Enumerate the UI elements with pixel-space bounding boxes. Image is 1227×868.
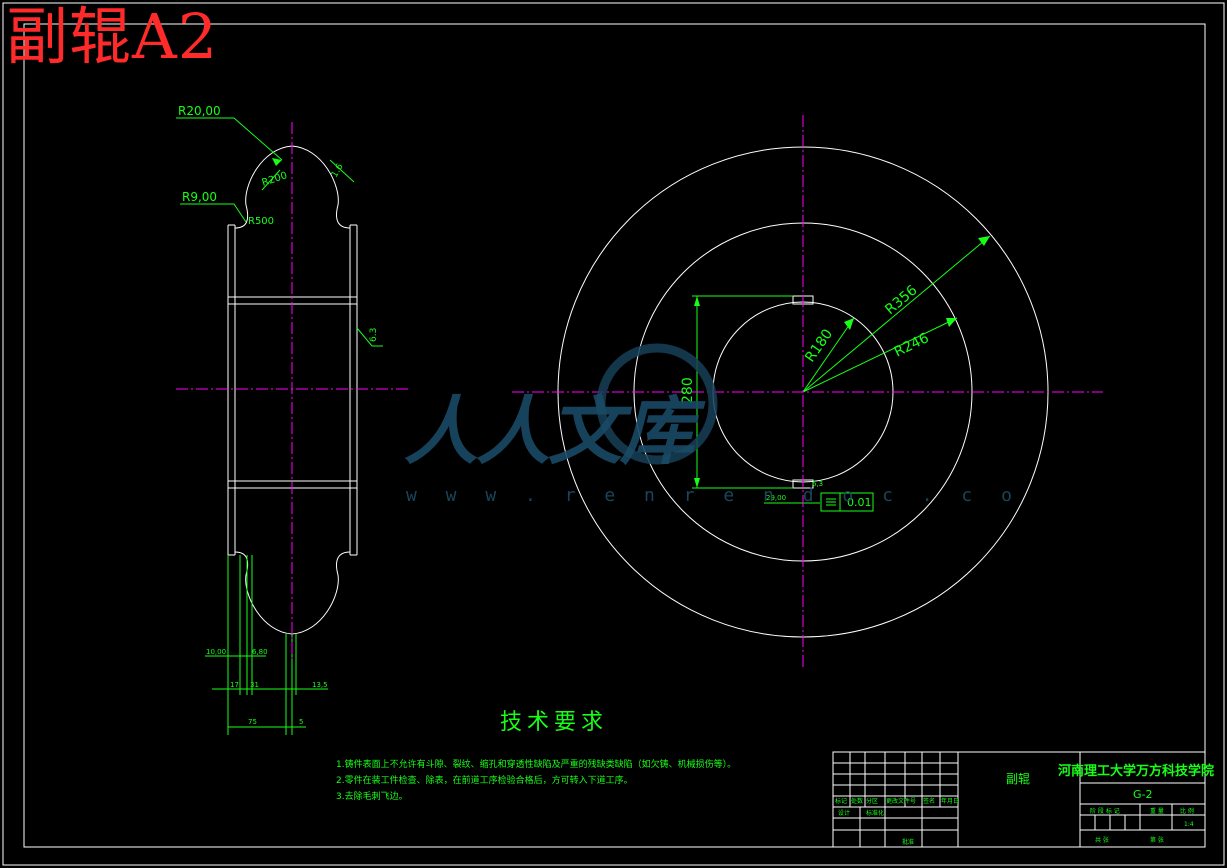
dim-d1: 10,00: [206, 648, 226, 656]
tb-approve: 批准: [902, 838, 914, 846]
title-block-school: 河南理工大学万方科技学院: [1058, 764, 1215, 779]
dim-keyway-depth: 6,3: [812, 480, 823, 488]
dim-r-groove: R200: [261, 170, 289, 189]
tech-requirements-title: 技术要求: [500, 710, 609, 735]
title-block-drawing-code: G-2: [1133, 788, 1153, 801]
dim-d4: 31: [250, 681, 259, 689]
tech-note-1: 1.铸件表面上不允许有斗隙、裂纹、缩孔和穿透性缺陷及严重的残缺类缺陷（如欠铸、机…: [336, 760, 737, 770]
roughness-top: 1.6: [330, 162, 346, 180]
tb-mark: 标记: [835, 797, 847, 805]
dim-r-top: R20,00: [178, 104, 221, 118]
drawing-title: 副辊A2: [6, 0, 219, 73]
dim-keyway: 29,00: [766, 494, 786, 502]
tb-sheet: 第 张: [1150, 836, 1164, 844]
flatness-symbol: [826, 498, 836, 506]
watermark-logo: [596, 343, 718, 465]
arrowheads: [272, 158, 990, 488]
roughness-side: 6.3: [369, 328, 379, 342]
title-block-part-name: 副辊: [1006, 772, 1031, 786]
side-dimensions: [176, 117, 383, 735]
dim-height: 280: [680, 377, 696, 404]
tech-note-3: 3.去除毛刺飞边。: [336, 792, 408, 802]
tb-scale-value: 1:4: [1184, 821, 1194, 828]
dim-r-shoulder: R9,00: [182, 190, 217, 204]
dim-d5: 13,5: [312, 681, 328, 689]
tolerance-value: 0.01: [847, 496, 872, 509]
dim-r-mid: R246: [892, 330, 932, 360]
dim-d3: 17: [230, 681, 239, 689]
tb-total: 共 张: [1095, 836, 1109, 844]
tb-date: 年月日: [941, 797, 959, 805]
tb-weight: 重 量: [1150, 807, 1164, 815]
dim-d6: 75: [248, 718, 257, 726]
dim-r-outer: R356: [882, 282, 920, 318]
dim-r-small: R500: [248, 216, 274, 227]
tb-sign: 签名: [923, 797, 935, 805]
tolerance-frame: [820, 492, 874, 512]
front-dimensions: [692, 235, 991, 512]
inner-frame: [23, 23, 1206, 848]
watermark-url: w w w . r e n r e n d o c . c o: [406, 485, 1021, 506]
tech-note-2: 2.零件在装工件检查、除表，在前道工序检验合格后，方可转入下道工序。: [336, 776, 633, 786]
title-block: [832, 751, 1206, 848]
dim-r-inner: R180: [802, 326, 836, 365]
dim-d2: 6,80: [252, 648, 268, 656]
tb-zone: 分区: [866, 797, 878, 805]
tb-scale: 比 例: [1180, 807, 1194, 815]
dim-d7: 5: [299, 718, 303, 726]
tb-change-doc: 更改文件号: [886, 797, 916, 805]
tb-stage-mark: 阶 段 标 记: [1090, 807, 1120, 815]
tb-design: 设计: [838, 809, 850, 817]
tb-standard: 标准化: [866, 809, 884, 817]
tb-count: 处数: [851, 797, 863, 805]
center-lines: [176, 115, 1103, 670]
watermark-text: 人人文库: [404, 389, 694, 475]
